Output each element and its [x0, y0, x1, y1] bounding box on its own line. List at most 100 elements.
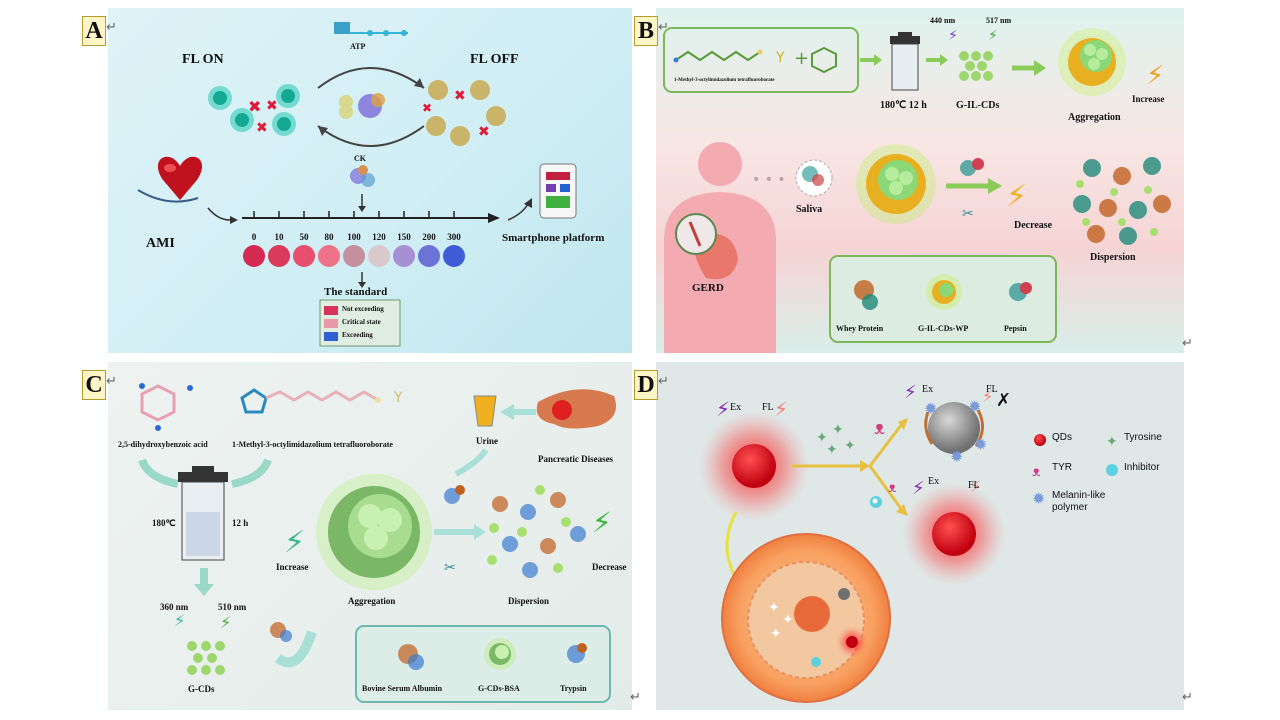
- svg-text:✖: ✖: [248, 97, 261, 116]
- heart-icon: [137, 156, 203, 203]
- standard-item-label: Not exceeding: [342, 305, 384, 313]
- arrow-smartphone: [507, 203, 529, 221]
- autoclave-icon: [890, 32, 920, 91]
- increase-bolt-icon: ⚡: [284, 525, 305, 560]
- inhibitor-icon: [1106, 464, 1118, 476]
- legend-g-cds-bsa: G-CDs-BSA: [478, 684, 520, 693]
- scale-tick-label: 100: [347, 232, 361, 242]
- g-cds-dots: [187, 641, 225, 675]
- arrow-d-up: [868, 423, 904, 467]
- cycle-arrow-bottom: [317, 125, 425, 147]
- temperature-label: 180℃ 12 h: [880, 100, 927, 111]
- svg-text:✦: ✦: [816, 430, 828, 446]
- legend-whey-protein: Whey Protein: [836, 324, 884, 333]
- svg-text:✦: ✦: [844, 438, 856, 454]
- saliva-label: Saliva: [796, 204, 823, 215]
- dihydroxybenzoic-acid-molecule-icon: [139, 383, 193, 431]
- color-swatch: [268, 245, 290, 267]
- fl-off-label: FL OFF: [470, 52, 519, 67]
- legend-melanin: Melanin-like polymer: [1052, 490, 1106, 513]
- color-swatch: [318, 245, 340, 267]
- fl-on-dots: ✖ ✖ ✖: [208, 84, 300, 136]
- color-swatch: [343, 245, 365, 267]
- red-dot-icon: [1034, 434, 1046, 446]
- panel-c-graphics: Y ⚡ ⚡ ⚡: [138, 383, 616, 703]
- panel-c: Y ⚡ ⚡ ⚡: [108, 362, 632, 710]
- decrease-label: Decrease: [1014, 220, 1053, 231]
- svg-text:✹: ✹: [968, 397, 981, 416]
- reagent1-label: 2,5-dihydroxybenzoic acid: [118, 440, 208, 449]
- fl-label-3: FL: [968, 480, 980, 491]
- legend-trypsin: Trypsin: [560, 684, 587, 693]
- fl-on-label: FL ON: [182, 52, 224, 67]
- smartphone-icon: [539, 163, 577, 219]
- ex-label-1: Ex: [730, 402, 742, 413]
- aggregation-label: Aggregation: [348, 596, 396, 606]
- svg-text:✖: ✖: [422, 101, 432, 115]
- excitation-bolt-icon: ⚡: [174, 611, 185, 630]
- trypsin-icon: [444, 485, 465, 504]
- g-il-cds-dots: [959, 51, 993, 81]
- increase-label: Increase: [1132, 94, 1165, 104]
- protein-icon: [270, 622, 292, 642]
- reagent-label: 1-Methyl-3-octylimidazolium tetrafluorob…: [674, 78, 775, 83]
- tyr-enzyme-icon: ᴥ: [874, 418, 885, 439]
- svg-text:✦: ✦: [770, 626, 782, 642]
- legend-inhibitor: Inhibitor: [1124, 462, 1160, 473]
- legend-g-il-cds-wp: G-IL-CDs-WP: [918, 324, 969, 333]
- svg-text:Y: Y: [393, 390, 403, 406]
- legend-qds: QDs: [1052, 432, 1072, 443]
- legend-tyrosine: Tyrosine: [1124, 432, 1162, 443]
- color-swatch: [368, 245, 390, 267]
- standard-item-label: Critical state: [342, 318, 381, 326]
- svg-text:+: +: [794, 48, 809, 69]
- legend-tyr: TYR: [1052, 462, 1072, 473]
- dispersion-label: Dispersion: [508, 596, 550, 606]
- return-arrow-icon: ↵: [658, 374, 669, 389]
- stomach-icon: [675, 213, 717, 255]
- product-label: G-IL-CDs: [956, 100, 1000, 111]
- autoclave-icon: [178, 466, 228, 561]
- svg-text:✖: ✖: [454, 88, 466, 104]
- emission-bolt-icon: ⚡: [982, 387, 993, 406]
- arrow-c-curve: [274, 630, 317, 668]
- return-arrow-icon: ↵: [106, 374, 117, 389]
- inhibitor-pair-icon: ᴥ: [870, 480, 897, 508]
- urine-label: Urine: [476, 436, 498, 446]
- g-cds-bsa-icon: [484, 638, 516, 670]
- atp-molecule-icon: [334, 22, 408, 36]
- decrease-label: Decrease: [592, 562, 627, 572]
- pepsin-legend-icon: [1009, 282, 1032, 301]
- imidazolium-molecule-icon: Y +: [673, 46, 837, 74]
- imidazolium-molecule-icon: [240, 388, 381, 414]
- excitation-bolt-icon: ⚡: [716, 397, 730, 421]
- cycle-arrow-top: [317, 67, 425, 89]
- qd-fluorescent-right: [902, 482, 1006, 586]
- tyrosine-sparkles: ✦ ✦ ✦ ✦: [816, 422, 856, 458]
- panel-b-label: B: [634, 16, 658, 46]
- scale-tick-label: 150: [397, 232, 411, 242]
- panel-a: ✖ ✖ ✖ ✖ ✖ ✖: [108, 8, 632, 353]
- excitation-label: 440 nm: [930, 16, 956, 25]
- g-il-cds-wp-particle: [856, 144, 936, 224]
- ck-protein-icon: [339, 93, 385, 119]
- atp-label: ATP: [350, 42, 366, 51]
- ck-label: CK: [354, 154, 366, 163]
- dispersion-label: Dispersion: [1090, 252, 1136, 263]
- svg-text:✖: ✖: [256, 120, 268, 136]
- svg-text:Y: Y: [775, 50, 785, 66]
- standard-swatch: [324, 306, 338, 315]
- reagent2-label: 1-Methyl-3-octylimidazolium tetrafluorob…: [232, 440, 393, 449]
- fl-off-dots: ✖ ✖ ✖: [422, 80, 506, 146]
- decrease-bolt-icon: ⚡: [1006, 179, 1027, 214]
- dispersion-cluster: [1073, 157, 1171, 245]
- panel-a-label: A: [82, 16, 106, 46]
- scale-tick-label: 10: [274, 232, 284, 242]
- enzyme-icon: ᴥ: [1032, 464, 1041, 480]
- scale-tick-label: 80: [324, 232, 334, 242]
- svg-text:ᴥ: ᴥ: [888, 480, 897, 496]
- excitation-bolt-icon: ⚡: [948, 28, 958, 44]
- color-swatch: [293, 245, 315, 267]
- legend-bsa: Bovine Serum Albumin: [362, 684, 443, 693]
- pancreas-icon: [536, 389, 616, 429]
